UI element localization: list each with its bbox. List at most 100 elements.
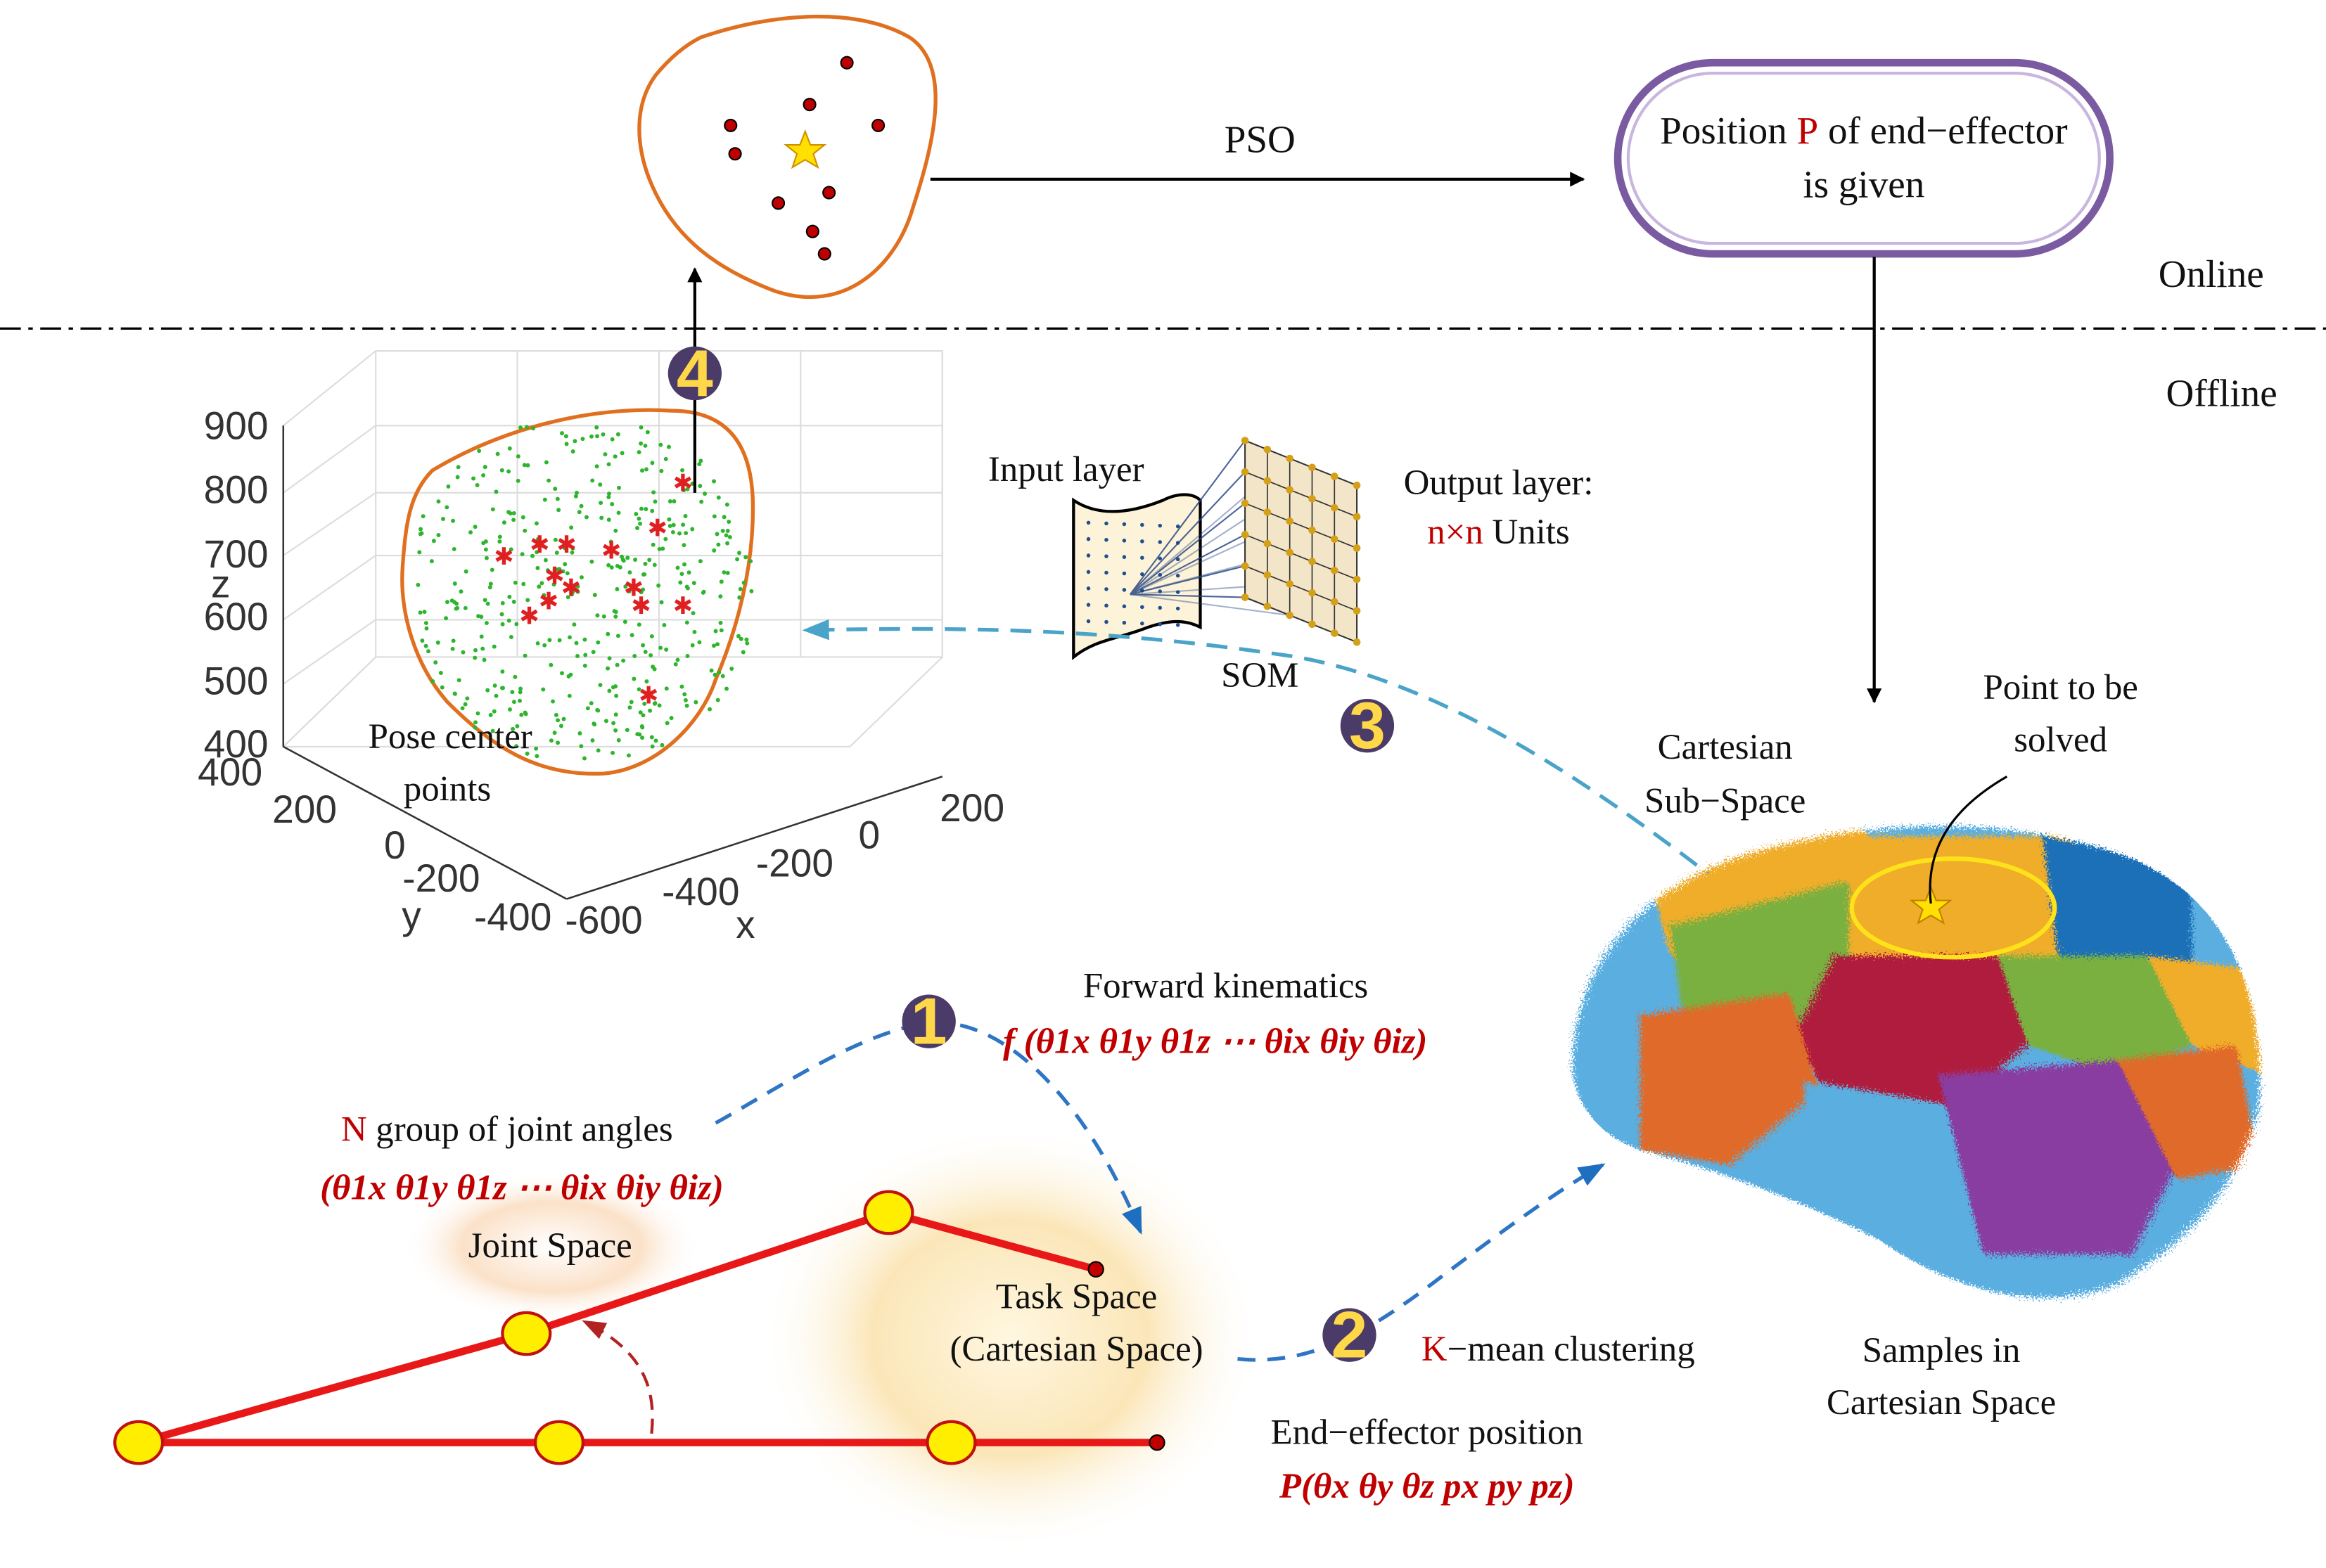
- input-node: [1175, 590, 1180, 594]
- sample-point: [712, 479, 716, 484]
- sample-point: [625, 728, 630, 733]
- input-node: [1104, 603, 1108, 608]
- sample-point: [454, 606, 459, 611]
- sample-point: [596, 640, 601, 645]
- som-unit: [1353, 607, 1361, 615]
- sample-point: [594, 425, 599, 430]
- sample-point: [615, 662, 620, 667]
- particle-dot: [724, 118, 738, 132]
- sample-point: [691, 611, 696, 616]
- sample-point: [461, 650, 466, 655]
- sample-point: [637, 450, 641, 455]
- sample-point: [633, 558, 638, 562]
- sample-point: [577, 510, 582, 515]
- sample-point: [490, 728, 495, 733]
- sample-point: [499, 468, 504, 473]
- sample-point: [551, 699, 556, 704]
- joint-node: [533, 1420, 584, 1465]
- particle-dot: [803, 98, 817, 112]
- input-node: [1140, 605, 1144, 610]
- sample-point: [673, 662, 678, 667]
- sample-point: [577, 731, 582, 735]
- sample-point: [720, 674, 725, 679]
- sample-point: [664, 686, 669, 691]
- sample-point: [745, 641, 750, 645]
- input-node: [1104, 587, 1108, 591]
- input-node: [1104, 521, 1108, 526]
- sample-point: [421, 514, 426, 519]
- input-node: [1086, 570, 1091, 574]
- sample-point: [622, 619, 627, 624]
- sample-point: [465, 696, 470, 701]
- sample-point: [647, 558, 652, 563]
- input-node: [1140, 555, 1144, 560]
- z-tick: 400: [204, 722, 269, 766]
- sample-point: [560, 671, 564, 676]
- sample-point: [509, 547, 513, 552]
- som-unit: [1330, 629, 1338, 637]
- input-node: [1158, 622, 1163, 626]
- forward-kinematics-title: Forward kinematics: [1083, 967, 1368, 1006]
- som-unit: [1241, 531, 1249, 539]
- input-node: [1140, 539, 1144, 544]
- sample-point: [445, 600, 449, 605]
- sample-point: [541, 687, 546, 692]
- sample-point: [513, 674, 518, 679]
- input-node: [1175, 524, 1180, 529]
- sample-point: [501, 686, 506, 690]
- sample-point: [715, 532, 720, 536]
- sample-point: [473, 648, 478, 653]
- sample-point: [554, 712, 558, 717]
- sample-point: [494, 693, 499, 698]
- sample-point: [426, 649, 431, 654]
- sample-point: [566, 674, 571, 679]
- sample-point: [484, 555, 489, 560]
- input-node: [1175, 557, 1180, 562]
- sample-point: [640, 725, 645, 730]
- sample-point: [611, 750, 615, 755]
- end-effector-title: End−effector position: [1271, 1413, 1583, 1453]
- sample-point: [657, 546, 662, 551]
- svg-text:4: 4: [677, 336, 713, 410]
- sample-point: [623, 584, 628, 589]
- sample-point: [591, 650, 596, 655]
- sample-point: [615, 432, 620, 437]
- sample-point: [637, 687, 641, 692]
- sample-point: [516, 454, 520, 459]
- sample-point: [606, 563, 611, 567]
- sample-point: [601, 614, 606, 619]
- x-tick: -200: [756, 842, 833, 885]
- sample-point: [692, 629, 697, 634]
- sample-point: [664, 647, 669, 652]
- sample-point: [436, 532, 441, 537]
- sample-point: [741, 580, 746, 585]
- sample-point: [663, 456, 668, 461]
- sample-point: [535, 536, 540, 541]
- sample-point: [712, 643, 716, 648]
- sample-point: [565, 595, 570, 600]
- sample-point: [552, 731, 557, 735]
- sample-point: [609, 565, 614, 570]
- sample-point: [583, 653, 588, 657]
- sample-point: [722, 570, 727, 575]
- sample-point: [582, 756, 587, 761]
- sample-point: [488, 581, 493, 586]
- sample-point: [667, 517, 672, 522]
- som-unit: [1308, 620, 1316, 629]
- sample-point: [573, 439, 577, 444]
- sample-point: [557, 567, 562, 572]
- sample-point: [703, 491, 708, 496]
- som-unit: [1353, 638, 1361, 646]
- sample-point: [452, 546, 456, 551]
- sample-point: [725, 570, 730, 575]
- sample-point: [601, 432, 606, 437]
- sample-point: [698, 484, 703, 489]
- som-unit: [1286, 517, 1293, 525]
- sample-point: [611, 548, 615, 553]
- sample-point: [475, 711, 480, 716]
- sample-point: [677, 531, 682, 536]
- sample-point: [479, 634, 484, 639]
- sample-point: [716, 495, 721, 500]
- pose-center-point: ✱: [673, 592, 693, 620]
- sample-point: [595, 613, 600, 618]
